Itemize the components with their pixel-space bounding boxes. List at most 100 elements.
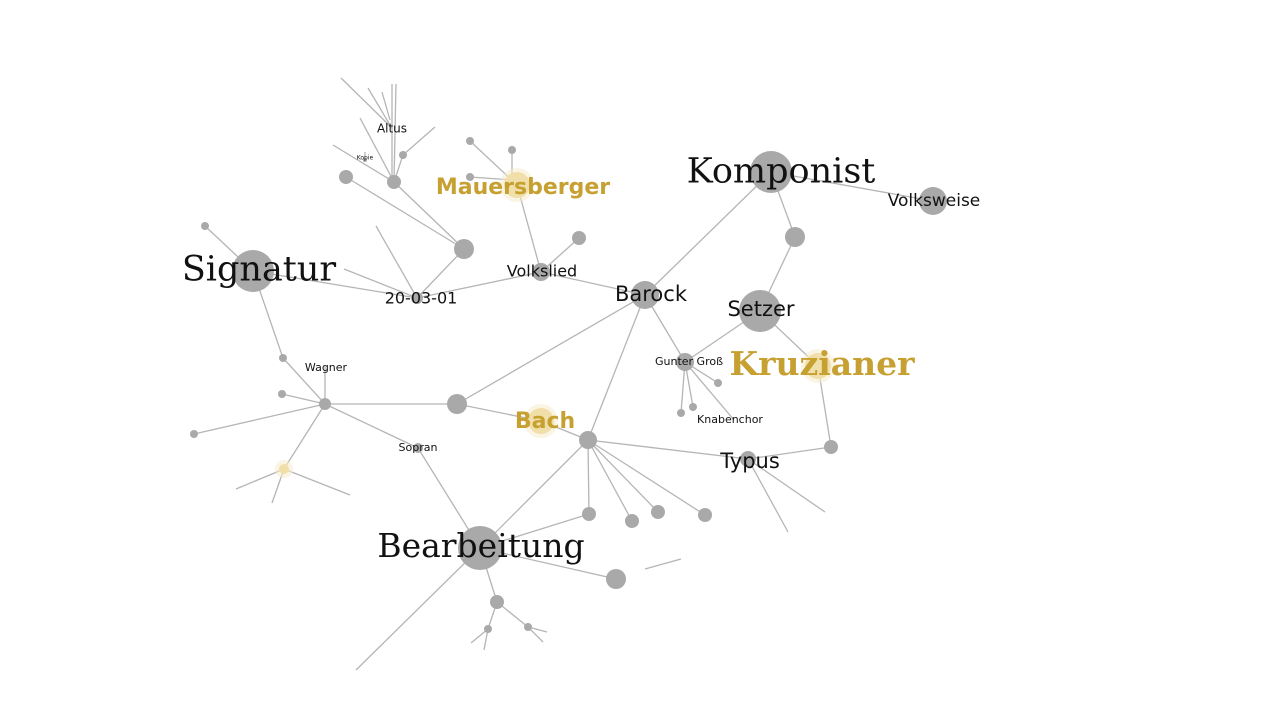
graph-edge <box>747 446 832 460</box>
graph-node[interactable] <box>631 281 659 309</box>
graph-node-highlighted[interactable] <box>528 408 554 434</box>
graph-edge <box>252 270 418 299</box>
graph-node[interactable] <box>490 595 504 609</box>
label-signatur[interactable]: Signatur <box>182 250 337 290</box>
graph-labels: Altus Kopie Mauersberger Komponist Volks… <box>182 122 980 566</box>
graph-edge <box>332 144 395 183</box>
label-date[interactable]: 20-03-01 <box>385 289 458 308</box>
label-mauersberger[interactable]: Mauersberger <box>436 175 610 200</box>
graph-node[interactable] <box>676 353 694 371</box>
graph-node[interactable] <box>279 354 287 362</box>
graph-edge <box>340 77 393 129</box>
label-komponist[interactable]: Komponist <box>687 152 876 192</box>
label-kruzianer[interactable]: Kruzianer <box>729 344 915 383</box>
graph-node[interactable] <box>387 175 401 189</box>
graph-node[interactable] <box>532 263 550 281</box>
graph-edge <box>747 458 826 513</box>
graph-edge <box>355 547 481 671</box>
graph-node[interactable] <box>363 158 367 162</box>
graph-edge <box>644 171 772 296</box>
graph-edge <box>540 271 646 296</box>
graph-node[interactable] <box>579 431 597 449</box>
label-kopie[interactable]: Kopie <box>357 155 374 162</box>
label-typus[interactable]: Typus <box>719 449 780 473</box>
label-bearbeitung[interactable]: Bearbeitung <box>377 526 584 565</box>
graph-edge <box>345 176 465 250</box>
graph-node[interactable] <box>524 623 532 631</box>
graph-edge <box>479 547 617 580</box>
graph-edge <box>587 439 749 460</box>
graph-edge <box>343 268 418 299</box>
label-knabenchor[interactable]: Knabenchor <box>697 413 763 426</box>
graph-edge <box>416 248 465 299</box>
graph-edge <box>587 294 646 441</box>
graph-node[interactable] <box>466 173 474 181</box>
graph-node[interactable] <box>677 409 685 417</box>
graph-edge <box>587 439 706 516</box>
graph-edge <box>456 294 646 405</box>
graph-node[interactable] <box>466 137 474 145</box>
graph-edge <box>747 458 789 533</box>
graph-node[interactable] <box>698 508 712 522</box>
graph-node[interactable] <box>508 146 516 154</box>
graph-edge <box>193 403 326 435</box>
label-sopran[interactable]: Sopran <box>399 441 438 454</box>
graph-node[interactable] <box>484 625 492 633</box>
graph-node[interactable] <box>919 187 947 215</box>
graph-node[interactable] <box>689 403 697 411</box>
graph-node[interactable] <box>740 451 756 467</box>
graph-edge <box>770 171 934 202</box>
graph-node[interactable] <box>413 443 423 453</box>
graph-node[interactable] <box>606 569 626 589</box>
graph-edge <box>375 225 418 299</box>
label-gunter[interactable]: Gunter Groß <box>655 355 723 368</box>
label-volkslied[interactable]: Volkslied <box>507 262 577 281</box>
graph-edge <box>282 357 326 405</box>
graph-edge <box>324 403 419 449</box>
graph-node[interactable] <box>399 151 407 159</box>
graph-edge <box>587 439 633 522</box>
label-wagner[interactable]: Wagner <box>305 361 348 374</box>
graph-node[interactable] <box>824 440 838 454</box>
graph-node[interactable] <box>625 514 639 528</box>
graph-node[interactable] <box>201 222 209 230</box>
graph-node[interactable] <box>339 170 353 184</box>
graph-edge <box>402 126 436 156</box>
graph-edge <box>283 468 351 496</box>
graph-node[interactable] <box>582 507 596 521</box>
graph-edge <box>587 439 590 515</box>
graph-edge <box>393 83 397 183</box>
graph-edge <box>283 403 326 470</box>
graph-node[interactable] <box>785 227 805 247</box>
graph-node[interactable] <box>319 398 331 410</box>
graph-node[interactable] <box>190 430 198 438</box>
graph-node[interactable] <box>651 505 665 519</box>
graph-node[interactable] <box>447 394 467 414</box>
label-volksweise[interactable]: Volksweise <box>888 191 981 211</box>
graph-edge <box>393 181 465 250</box>
graph-node[interactable] <box>278 390 286 398</box>
graph-node[interactable] <box>411 292 423 304</box>
label-barock[interactable]: Barock <box>615 282 688 306</box>
graph-node-highlighted[interactable] <box>805 353 831 379</box>
graph-node[interactable] <box>572 231 586 245</box>
graph-edge <box>479 439 589 549</box>
graph-node[interactable] <box>714 379 722 387</box>
graph-node[interactable] <box>739 290 781 332</box>
label-altus[interactable]: Altus <box>377 122 407 136</box>
graph-edge <box>281 393 326 405</box>
graph-node-highlighted[interactable] <box>279 464 289 474</box>
graph-node[interactable] <box>454 239 474 259</box>
graph-edge <box>367 87 391 126</box>
graph-node-highlighted[interactable] <box>504 172 530 198</box>
graph-edge <box>587 439 659 513</box>
graph-node[interactable] <box>750 151 792 193</box>
label-bach[interactable]: Bach <box>515 409 575 434</box>
graph-edge <box>416 271 542 299</box>
graph-edge <box>684 361 735 421</box>
label-setzer[interactable]: Setzer <box>727 297 794 321</box>
graph-nodes <box>190 137 947 633</box>
graph-node[interactable] <box>232 250 274 292</box>
graph-node[interactable] <box>458 526 502 570</box>
